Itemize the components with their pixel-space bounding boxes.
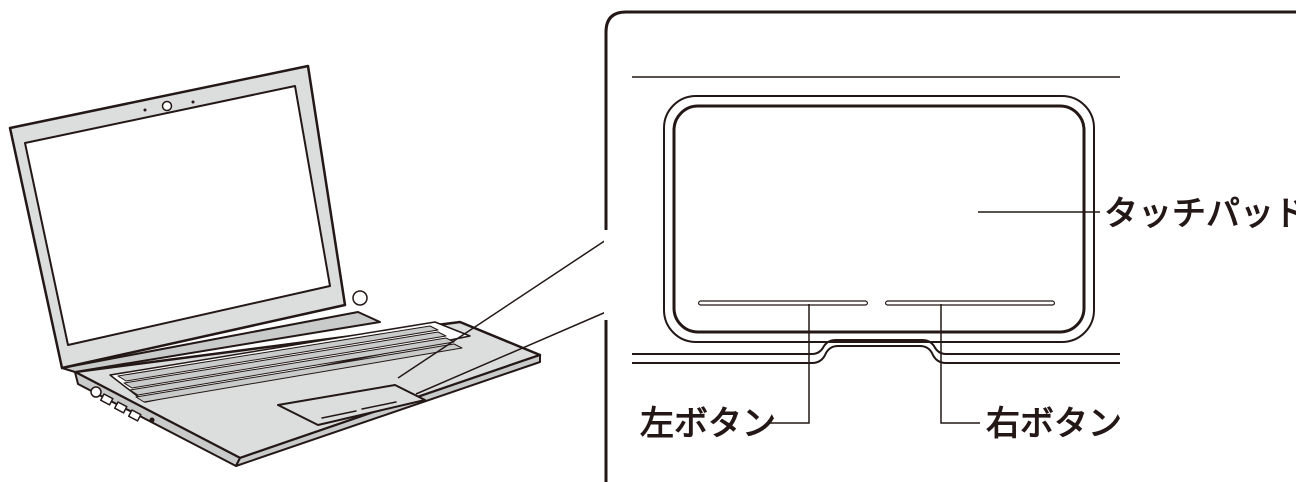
right-button-line: [887, 300, 1053, 306]
left-button-line: [700, 300, 866, 306]
touchpad-surface: [672, 104, 1086, 334]
right-button-leader-line: [940, 304, 980, 424]
laptop-illustration: [8, 64, 542, 467]
laptop-touchpad: [277, 384, 426, 426]
laptop-screen: [24, 85, 331, 346]
front-edge: [632, 339, 1120, 355]
touchpad-label: タッチパッド: [1104, 194, 1296, 234]
keyboard-keys: [117, 325, 463, 403]
power-button: [352, 290, 368, 306]
left-button-label: 左ボタン: [640, 404, 776, 444]
side-ports: [90, 386, 155, 423]
callout-frame: [604, 10, 1296, 482]
touchpad-outer: [663, 95, 1095, 343]
laptop-hinge: [61, 311, 381, 373]
webcam: [161, 100, 173, 112]
callout-panel: タッチパッド 左ボタン 右ボタン: [604, 10, 1296, 482]
left-button-leader-line: [770, 304, 810, 424]
zoom-lines: [397, 239, 607, 395]
right-button-label: 右ボタン: [986, 404, 1122, 444]
